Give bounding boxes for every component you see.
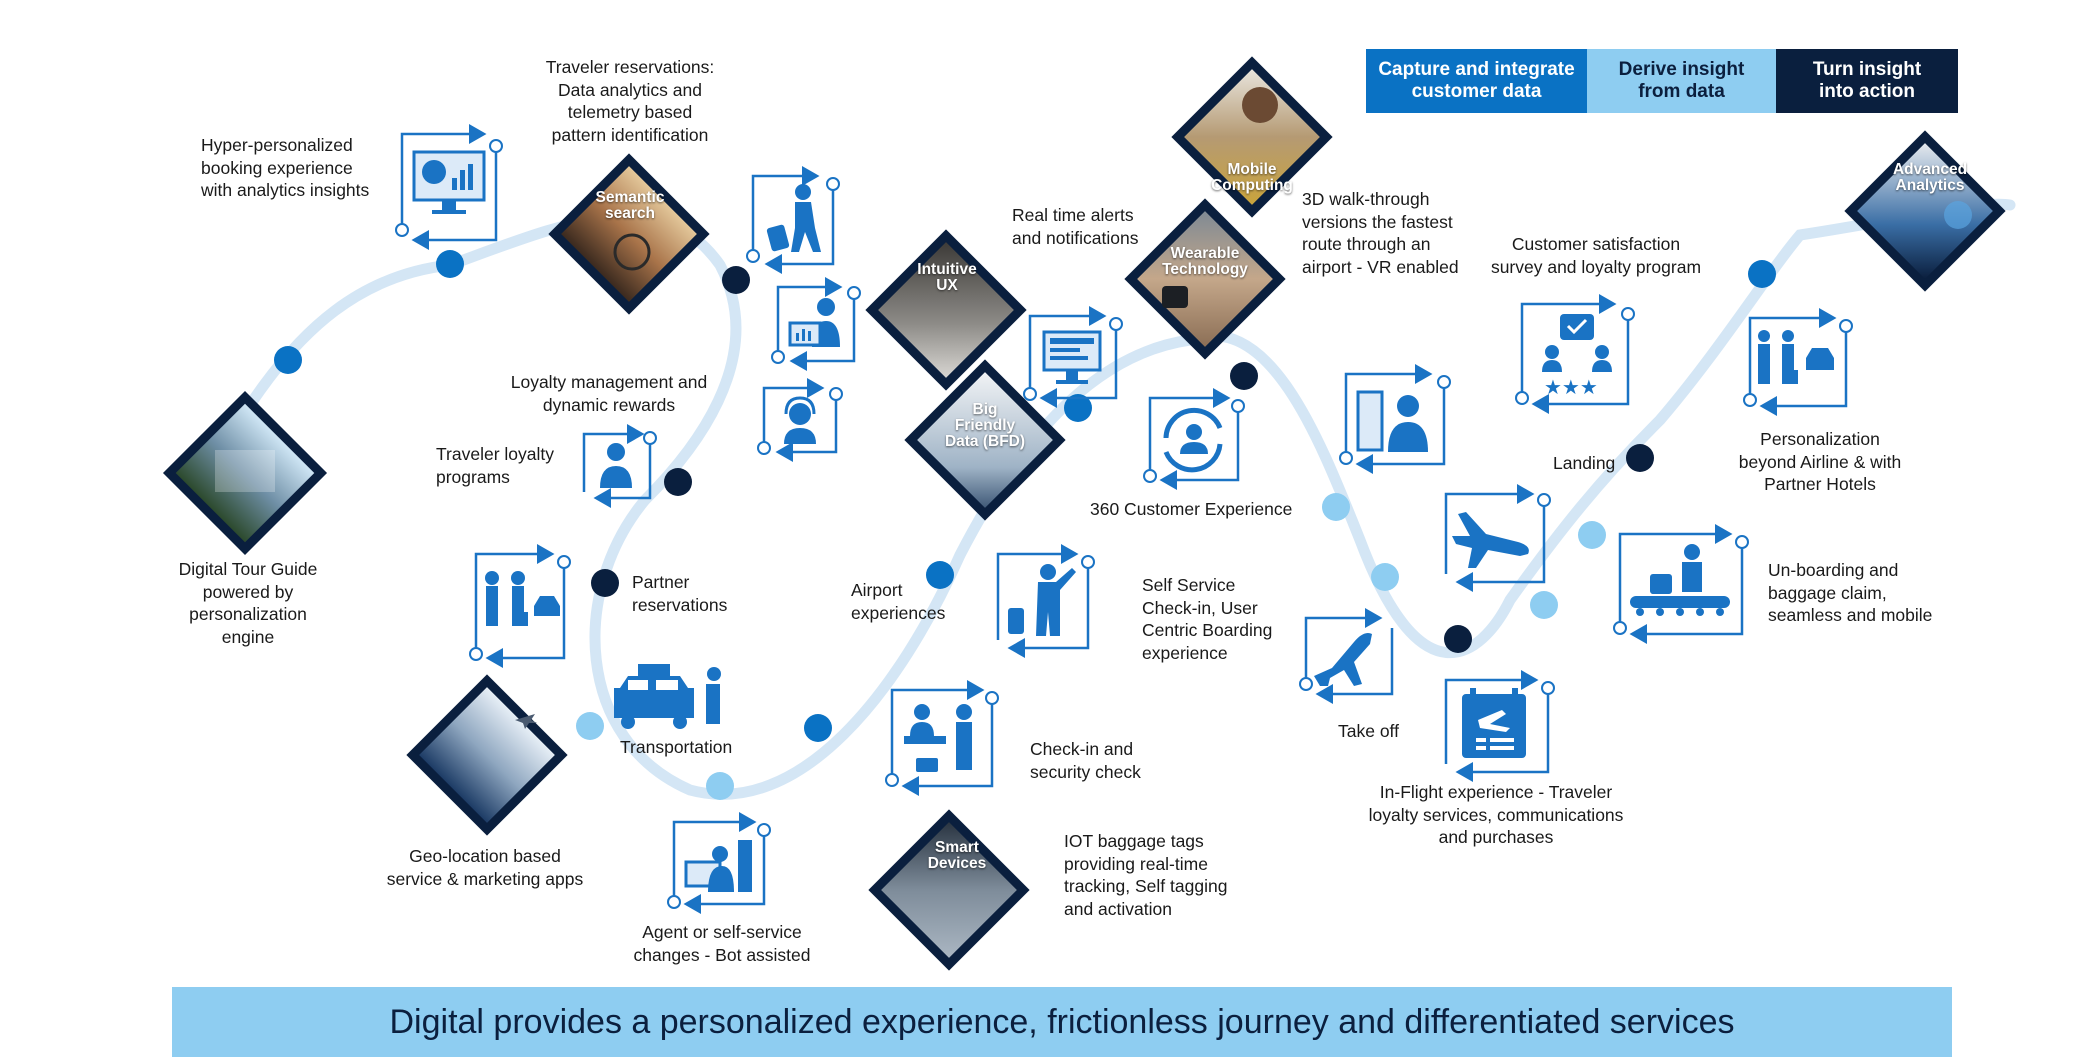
diamond-label-big-friendly-data: Big Friendly Data (BFD)	[944, 401, 1026, 450]
partner-exchange-icon	[469, 544, 571, 668]
kiosk-agent-icon	[1339, 364, 1451, 474]
diamond-advanced-analytics	[1844, 130, 2006, 292]
journey-nodes	[274, 250, 1776, 800]
legend-action: Turn insight into action	[1776, 49, 1958, 113]
svg-text:★★★: ★★★	[1544, 375, 1598, 399]
footer-text: Digital provides a personalized experien…	[389, 1002, 1735, 1041]
node	[1444, 625, 1472, 653]
agent-desk-icon	[771, 277, 861, 371]
diamond-smart-devices	[868, 809, 1030, 971]
label-walk-through: 3D walk-through versions the fastest rou…	[1302, 189, 1459, 277]
laptop-analytics-icon	[395, 124, 503, 250]
label-landing: Landing	[1553, 453, 1616, 473]
label-checkin-security: Check-in and security check	[1030, 739, 1141, 782]
node	[1371, 563, 1399, 591]
label-digital-tour-guide: Digital Tour Guide powered by personaliz…	[178, 559, 318, 647]
label-airport-experiences: Airport experiences	[851, 580, 946, 623]
traveler-luggage-icon	[746, 166, 840, 274]
satisfaction-survey-icon: ★★★	[1515, 294, 1635, 414]
baggage-claim-icon	[1613, 524, 1749, 644]
node	[706, 772, 734, 800]
agent-kiosk-icon	[667, 812, 771, 914]
checkin-counter-icon	[885, 680, 999, 796]
label-traveler-reservations: Traveler reservations: Data analytics an…	[545, 57, 715, 145]
label-take-off: Take off	[1338, 721, 1399, 741]
diamond-label-mobile-computing: Mobile Computing	[1211, 161, 1293, 194]
label-traveler-loyalty: Traveler loyalty programs	[436, 444, 554, 487]
node	[722, 266, 750, 294]
label-customer-satisfaction: Customer satisfaction survey and loyalty…	[1490, 234, 1702, 277]
node	[1578, 521, 1606, 549]
diamond-geo-location	[406, 674, 568, 836]
diamond-semantic-search	[548, 153, 710, 315]
label-hyper-personalized: Hyper-personalized booking experience wi…	[201, 135, 370, 200]
diamond-mobile-computing	[1171, 56, 1333, 218]
inflight-board-icon	[1444, 670, 1555, 782]
node	[1064, 394, 1092, 422]
self-checkin-icon	[996, 544, 1095, 658]
node	[576, 712, 604, 740]
hotel-partner-icon	[1743, 308, 1853, 416]
node	[1230, 362, 1258, 390]
diamond-intuitive-ux	[865, 229, 1027, 391]
label-customer-360: 360 Customer Experience	[1090, 499, 1293, 519]
label-transportation: Transportation	[620, 737, 733, 757]
label-unboarding: Un-boarding and baggage claim, seamless …	[1768, 560, 1933, 625]
label-loyalty-management: Loyalty management and dynamic rewards	[510, 372, 708, 415]
legend-derive: Derive insight from data	[1587, 49, 1776, 113]
node	[1322, 493, 1350, 521]
label-in-flight: In-Flight experience - Traveler loyalty …	[1368, 782, 1624, 847]
label-personalization-partner-hotels: Personalization beyond Airline & with Pa…	[1738, 429, 1902, 494]
diamond-label-intuitive-ux: Intuitive UX	[917, 261, 977, 294]
legend-capture: Capture and integrate customer data	[1366, 49, 1587, 113]
takeoff-plane-icon	[1299, 608, 1394, 704]
diamond-wearable-technology	[1124, 198, 1286, 360]
customer-360-icon	[1143, 388, 1245, 490]
diamond-label-semantic-search: Semantic search	[595, 189, 665, 222]
landing-plane-icon	[1444, 484, 1551, 592]
headset-support-icon	[757, 378, 843, 462]
label-self-service-checkin: Self Service Check-in, User Centric Boar…	[1142, 575, 1273, 663]
taxi-icon	[614, 664, 721, 729]
node	[436, 250, 464, 278]
traveler-loyalty-icon	[582, 424, 657, 508]
diamond-label-wearable-technology: Wearable Technology	[1162, 245, 1248, 278]
node	[804, 714, 832, 742]
node	[274, 346, 302, 374]
diamond-label-smart-devices: Smart Devices	[927, 839, 987, 872]
label-geo-location: Geo-location based service & marketing a…	[386, 846, 584, 889]
node	[1626, 444, 1654, 472]
node	[926, 561, 954, 589]
node	[591, 569, 619, 597]
alerts-screen-icon	[1023, 306, 1123, 408]
node	[664, 468, 692, 496]
footer-banner: Digital provides a personalized experien…	[172, 987, 1952, 1057]
diamond-label-advanced-analytics: Advanced Analytics	[1892, 161, 1968, 194]
node	[1530, 591, 1558, 619]
label-partner-reservations: Partner reservations	[632, 572, 728, 615]
label-iot-baggage: IOT baggage tags providing real-time tra…	[1064, 831, 1228, 919]
label-real-time-alerts: Real time alerts and notifications	[1012, 205, 1139, 248]
label-agent-self-service: Agent or self-service changes - Bot assi…	[633, 922, 811, 965]
node	[1748, 260, 1776, 288]
diamond-digital-tour-guide	[162, 390, 328, 556]
